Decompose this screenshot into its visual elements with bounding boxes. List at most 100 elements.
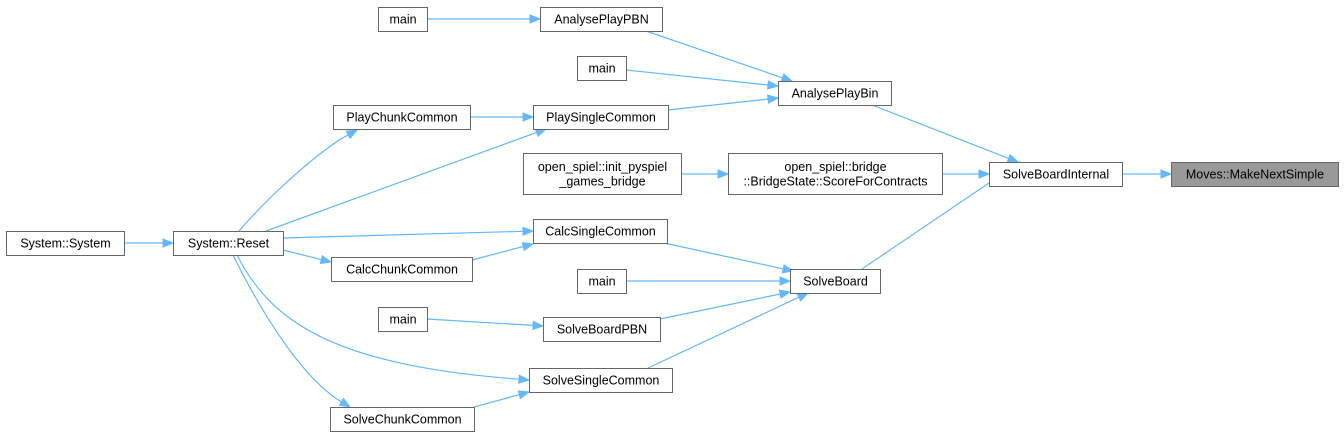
node-box[interactable] <box>790 269 881 294</box>
edge-system_reset-to-solvesinglecommon <box>236 254 531 384</box>
node-label: main <box>389 313 416 327</box>
node-label: open_spiel::bridge <box>784 160 886 174</box>
node-system_reset[interactable]: System::Reset <box>173 231 284 256</box>
node-main2[interactable]: main <box>577 56 627 81</box>
node-label: AnalysePlayBin <box>792 87 879 101</box>
node-solvechunkcommon[interactable]: SolveChunkCommon <box>330 407 475 432</box>
node-box[interactable] <box>540 7 663 32</box>
edge-main3-to-solveboard <box>626 276 792 286</box>
node-box[interactable] <box>331 257 473 282</box>
edge-line <box>647 296 800 369</box>
node-box[interactable] <box>577 56 627 81</box>
edge-arrowhead <box>522 226 535 237</box>
edge-line <box>238 134 349 232</box>
node-box[interactable] <box>173 231 284 256</box>
node-box[interactable] <box>778 81 892 106</box>
edge-line <box>667 98 769 111</box>
edge-solveboardinternal-to-moves_makenextsimple <box>1122 169 1173 179</box>
node-label: main <box>588 62 615 76</box>
node-label: SolveBoard <box>803 275 868 289</box>
edge-system_reset-to-calcsinglecommon <box>282 226 535 239</box>
node-label: PlaySingleCommon <box>546 111 656 125</box>
edge-arrowhead <box>345 129 359 140</box>
edge-arrowhead <box>1006 153 1020 163</box>
node-solvesinglecommon[interactable]: SolveSingleCommon <box>529 368 673 393</box>
node-box[interactable] <box>330 407 475 432</box>
node-box[interactable] <box>728 153 943 195</box>
node-box[interactable] <box>378 7 428 32</box>
edge-line <box>236 254 520 380</box>
node-scoreforcontracts[interactable]: open_spiel::bridge::BridgeState::ScoreFo… <box>728 153 943 195</box>
edge-line <box>871 104 1009 159</box>
edge-arrowhead <box>162 238 175 248</box>
edge-arrowhead <box>529 14 542 24</box>
node-label: SolveBoardPBN <box>557 323 647 337</box>
edge-line <box>265 131 537 232</box>
node-box[interactable] <box>333 105 471 130</box>
node-box[interactable] <box>533 219 668 244</box>
node-system_system[interactable]: System::System <box>6 231 125 256</box>
node-playchunkcommon[interactable]: PlayChunkCommon <box>333 105 471 130</box>
node-main3[interactable]: main <box>577 269 627 294</box>
node-box[interactable] <box>543 317 661 342</box>
edge-line <box>663 242 784 270</box>
node-box[interactable] <box>577 269 627 294</box>
node-box[interactable] <box>989 162 1123 187</box>
node-box[interactable] <box>6 231 125 256</box>
edge-line <box>861 167 1013 270</box>
node-init_pyspiel[interactable]: open_spiel::init_pyspiel_games_bridge <box>523 153 682 195</box>
node-label: CalcChunkCommon <box>346 263 458 277</box>
edge-system_reset-to-playsinglecommon <box>265 128 548 232</box>
edge-arrowhead <box>1160 169 1173 179</box>
call-nodes: Moves::MakeNextSimple SolveBoardInternal A… <box>6 7 1339 432</box>
node-box[interactable] <box>1171 162 1339 187</box>
edge-main4-to-solveboardpbn <box>426 318 545 331</box>
node-playsinglecommon[interactable]: PlaySingleCommon <box>533 105 669 130</box>
edge-solvechunkcommon-to-solvesinglecommon <box>473 390 531 408</box>
node-label: CalcSingleCommon <box>545 225 656 239</box>
edge-main2-to-analyseplaybin <box>625 69 780 90</box>
edge-init_pyspiel-to-scoreforcontracts <box>681 169 730 179</box>
node-solveboardpbn[interactable]: SolveBoardPBN <box>543 317 661 342</box>
node-label: System::Reset <box>188 237 270 251</box>
node-calcchunkcommon[interactable]: CalcChunkCommon <box>331 257 473 282</box>
edge-arrowhead <box>521 242 535 252</box>
edge-arrowhead <box>532 320 545 331</box>
node-calcsinglecommon[interactable]: CalcSingleCommon <box>533 219 668 244</box>
edge-arrowhead <box>319 254 333 265</box>
edge-line <box>471 245 524 261</box>
edge-calcsinglecommon-to-solveboard <box>663 242 795 274</box>
edge-scoreforcontracts-to-solveboardinternal <box>942 169 991 179</box>
node-analyseplaypbn[interactable]: AnalysePlayPBN <box>540 7 663 32</box>
node-label: Moves::MakeNextSimple <box>1186 168 1324 182</box>
call-edges <box>124 14 1173 408</box>
node-box[interactable] <box>533 105 669 130</box>
edge-line <box>282 230 524 239</box>
edge-system_reset-to-playchunkcommon <box>238 129 359 232</box>
node-label: ::BridgeState::ScoreForContracts <box>743 174 927 188</box>
node-box[interactable] <box>378 307 428 332</box>
edge-solveboardpbn-to-solveboard <box>659 289 792 320</box>
node-solveboardinternal[interactable]: SolveBoardInternal <box>989 162 1123 187</box>
edge-main1-to-analyseplaypbn <box>427 14 542 24</box>
node-main1[interactable]: main <box>378 7 428 32</box>
edge-line <box>473 394 520 408</box>
node-main4[interactable]: main <box>378 307 428 332</box>
node-label: open_spiel::init_pyspiel <box>538 160 667 174</box>
edge-line <box>645 30 783 79</box>
edge-arrowhead <box>779 276 792 286</box>
node-solveboard[interactable]: SolveBoard <box>790 269 881 294</box>
node-label: PlayChunkCommon <box>346 111 457 125</box>
node-box[interactable] <box>523 153 682 195</box>
node-label: main <box>588 275 615 289</box>
node-analyseplaybin[interactable]: AnalysePlayBin <box>778 81 892 106</box>
edge-playchunkcommon-to-playsinglecommon <box>470 112 535 122</box>
edge-arrowhead <box>778 289 792 299</box>
edge-arrowhead <box>780 73 794 83</box>
edge-analyseplaypbn-to-analyseplaybin <box>645 30 794 83</box>
node-box[interactable] <box>529 368 673 393</box>
node-label: main <box>389 13 416 27</box>
edge-arrowhead <box>767 94 780 104</box>
node-moves_makenextsimple[interactable]: Moves::MakeNextSimple <box>1171 162 1339 187</box>
